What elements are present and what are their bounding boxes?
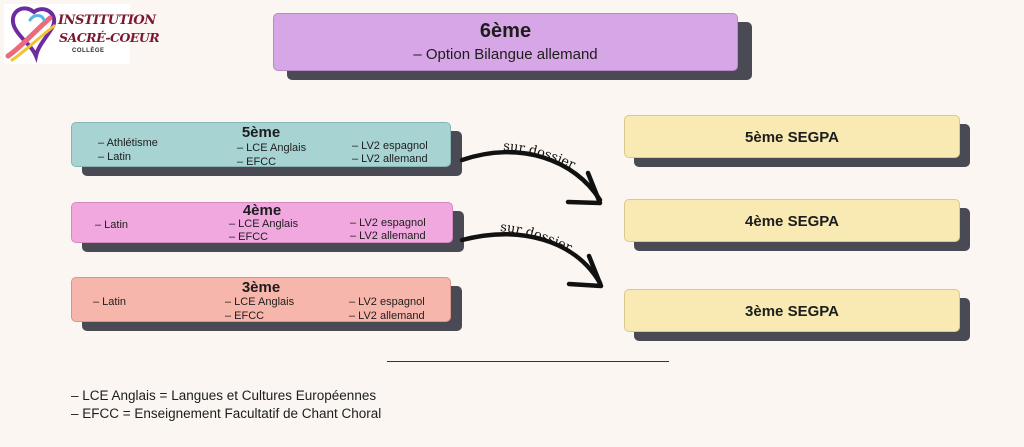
segpa-3-label: 3ème SEGPA bbox=[745, 303, 839, 320]
option-item: – Latin bbox=[95, 219, 129, 231]
level-3-box: 3ème – Latin – LCE Anglais – EFCC – LV2 … bbox=[71, 277, 451, 322]
option-item: – LV2 allemand bbox=[350, 230, 426, 242]
note-lce: – LCE Anglais = Langues et Cultures Euro… bbox=[71, 388, 377, 403]
option-item: – LV2 espagnol bbox=[349, 296, 425, 308]
option-item: – Latin bbox=[93, 296, 127, 308]
segpa-5-label: 5ème SEGPA bbox=[745, 129, 839, 146]
level-4-box: 4ème – Latin – LCE Anglais – EFCC – LV2 … bbox=[71, 202, 453, 243]
heart-swoosh-icon bbox=[5, 6, 56, 63]
level-6-title: 6ème bbox=[479, 20, 532, 42]
option-item: – LCE Anglais bbox=[225, 296, 295, 308]
option-item: – LV2 espagnol bbox=[350, 217, 426, 229]
option-item: – LCE Anglais bbox=[229, 218, 299, 230]
option-item: – Latin bbox=[98, 151, 132, 163]
segpa-4-box: 4ème SEGPA bbox=[624, 199, 960, 242]
option-item: – LCE Anglais bbox=[237, 142, 307, 154]
arrow-label-2: sur dossier bbox=[500, 220, 575, 256]
option-item: – EFCC bbox=[237, 156, 277, 168]
segpa-5-box: 5ème SEGPA bbox=[624, 115, 960, 158]
level-6-option: – Option Bilangue allemand bbox=[413, 46, 598, 63]
logo-name-text: SACRÉ-COEUR bbox=[59, 30, 160, 45]
level-5-box: 5ème – Athlétisme – Latin – LCE Anglais … bbox=[71, 122, 451, 168]
arrow-5-to-segpa bbox=[459, 150, 603, 206]
option-item: – LV2 espagnol bbox=[352, 140, 428, 152]
option-item: – LV2 allemand bbox=[352, 153, 428, 165]
arrow-label-1: sur dossier bbox=[503, 139, 579, 173]
divider bbox=[387, 361, 669, 362]
school-logo: INSTITUTION SACRÉ-COEUR COLLÈGE bbox=[4, 4, 160, 64]
level-4-title: 4ème bbox=[242, 202, 282, 219]
option-item: – Athlétisme bbox=[98, 137, 158, 149]
level-6-box: 6ème – Option Bilangue allemand bbox=[273, 13, 738, 71]
level-5-title: 5ème bbox=[241, 124, 281, 141]
level-3-title: 3ème bbox=[241, 279, 281, 296]
logo-institution-text: INSTITUTION bbox=[58, 13, 156, 28]
note-efcc: – EFCC = Enseignement Facultatif de Chan… bbox=[71, 406, 382, 421]
option-item: – EFCC bbox=[229, 231, 269, 243]
logo-college-text: COLLÈGE bbox=[72, 48, 105, 54]
segpa-4-label: 4ème SEGPA bbox=[745, 213, 839, 230]
arrow-4-to-segpa bbox=[459, 232, 604, 289]
option-item: – LV2 allemand bbox=[349, 310, 425, 322]
segpa-3-box: 3ème SEGPA bbox=[624, 289, 960, 332]
option-item: – EFCC bbox=[225, 310, 265, 322]
